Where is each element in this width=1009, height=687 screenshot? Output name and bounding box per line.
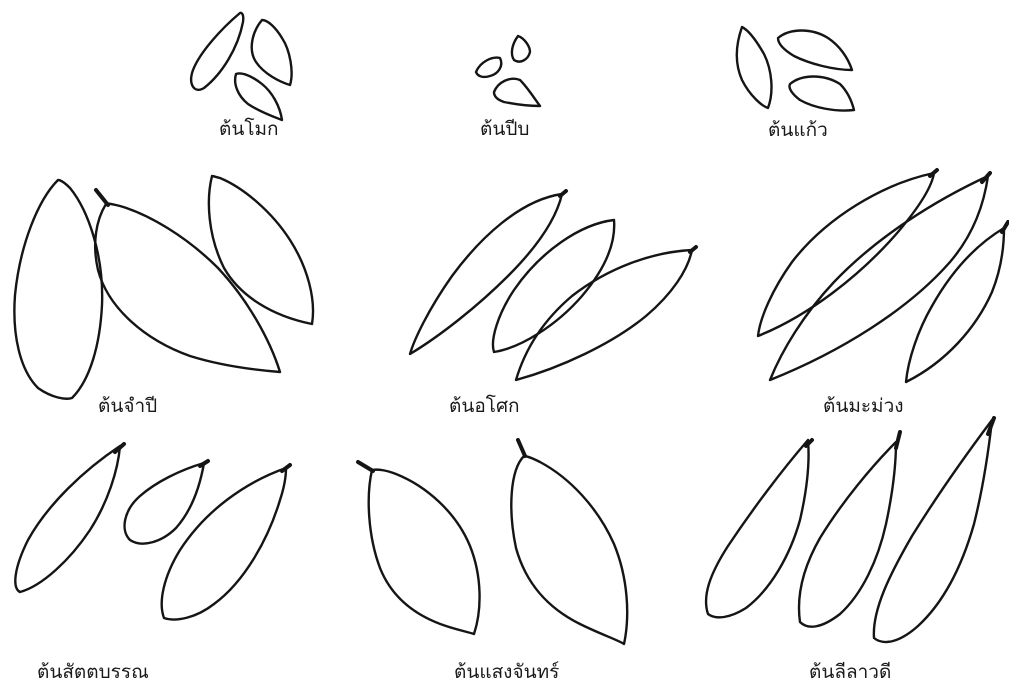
leaf-mamuang-1 [758,173,934,336]
leaf-mamuang-3 [906,228,1004,382]
leaf-group-saengchan: ต้นแสงจันทร์ [358,440,627,683]
leaf-group-sattaban: ต้นสัตตบรรณ [15,444,290,683]
leaf-leelawadee-3 [874,420,992,642]
label-saengchan: ต้นแสงจันทร์ [454,661,559,683]
leaf-sattaban-3-stem [282,465,290,471]
leaf-pip-2 [476,58,501,77]
leaf-champi-3 [209,176,313,324]
leaf-group-pip: ต้นปีบ [476,36,540,140]
leaf-group-mamuang: ต้นมะม่วง [758,170,1008,417]
leaf-asoke-3-stem [690,247,696,252]
leaf-group-champi: ต้นจำปี [14,176,313,417]
leaf-champi-2-stem [96,190,108,205]
leaf-pip-3 [494,79,540,106]
leaf-mamuang-2 [770,176,988,380]
leaf-saengchan-2 [511,456,627,644]
leaf-sattaban-2-stem [200,461,208,466]
leaf-sattaban-2 [125,463,204,544]
label-mamuang: ต้นมะม่วง [823,395,904,417]
leaf-group-asoke: ต้นอโศก [410,191,696,417]
leaf-pip-1 [512,36,530,62]
label-sattaban: ต้นสัตตบรรณ [37,661,149,683]
leaf-champi-1 [14,180,102,399]
leaf-group-mok: ต้นโมก [191,13,291,140]
leaf-saengchan-2-stem [518,440,525,456]
leaf-sattaban-1 [15,446,120,592]
label-champi: ต้นจำปี [98,395,157,417]
label-kaeo: ต้นแก้ว [768,119,828,141]
leaf-group-kaeo: ต้นแก้ว [737,27,854,141]
label-pip: ต้นปีบ [480,118,529,140]
leaf-leelawadee-2-stem [896,432,900,448]
leaf-asoke-3 [516,250,692,380]
leaf-asoke-2 [493,220,614,352]
leaf-kaeo-2 [778,31,852,71]
leaf-group-leelawadee: ต้นลีลาวดี [706,418,994,683]
leaf-saengchan-1 [369,470,480,634]
leaf-mamuang-3-stem [1002,222,1008,232]
label-asoke: ต้นอโศก [449,394,520,417]
leaf-kaeo-3 [789,77,854,111]
leaf-mok-2 [252,20,292,85]
label-mok: ต้นโมก [219,117,279,140]
leaf-champi-2 [95,204,280,372]
leaf-mok-3 [235,73,282,120]
label-leelawadee: ต้นลีลาวดี [809,661,891,683]
leaf-sattaban-3 [162,468,286,619]
leaf-saengchan-1-stem [358,462,373,471]
leaf-leelawadee-3-stem [988,418,994,434]
leaf-asoke-1-stem [560,191,566,196]
leaf-kaeo-1 [737,27,772,108]
leaf-mamuang-1-stem [930,170,937,176]
leaf-leelawadee-1 [706,440,808,617]
